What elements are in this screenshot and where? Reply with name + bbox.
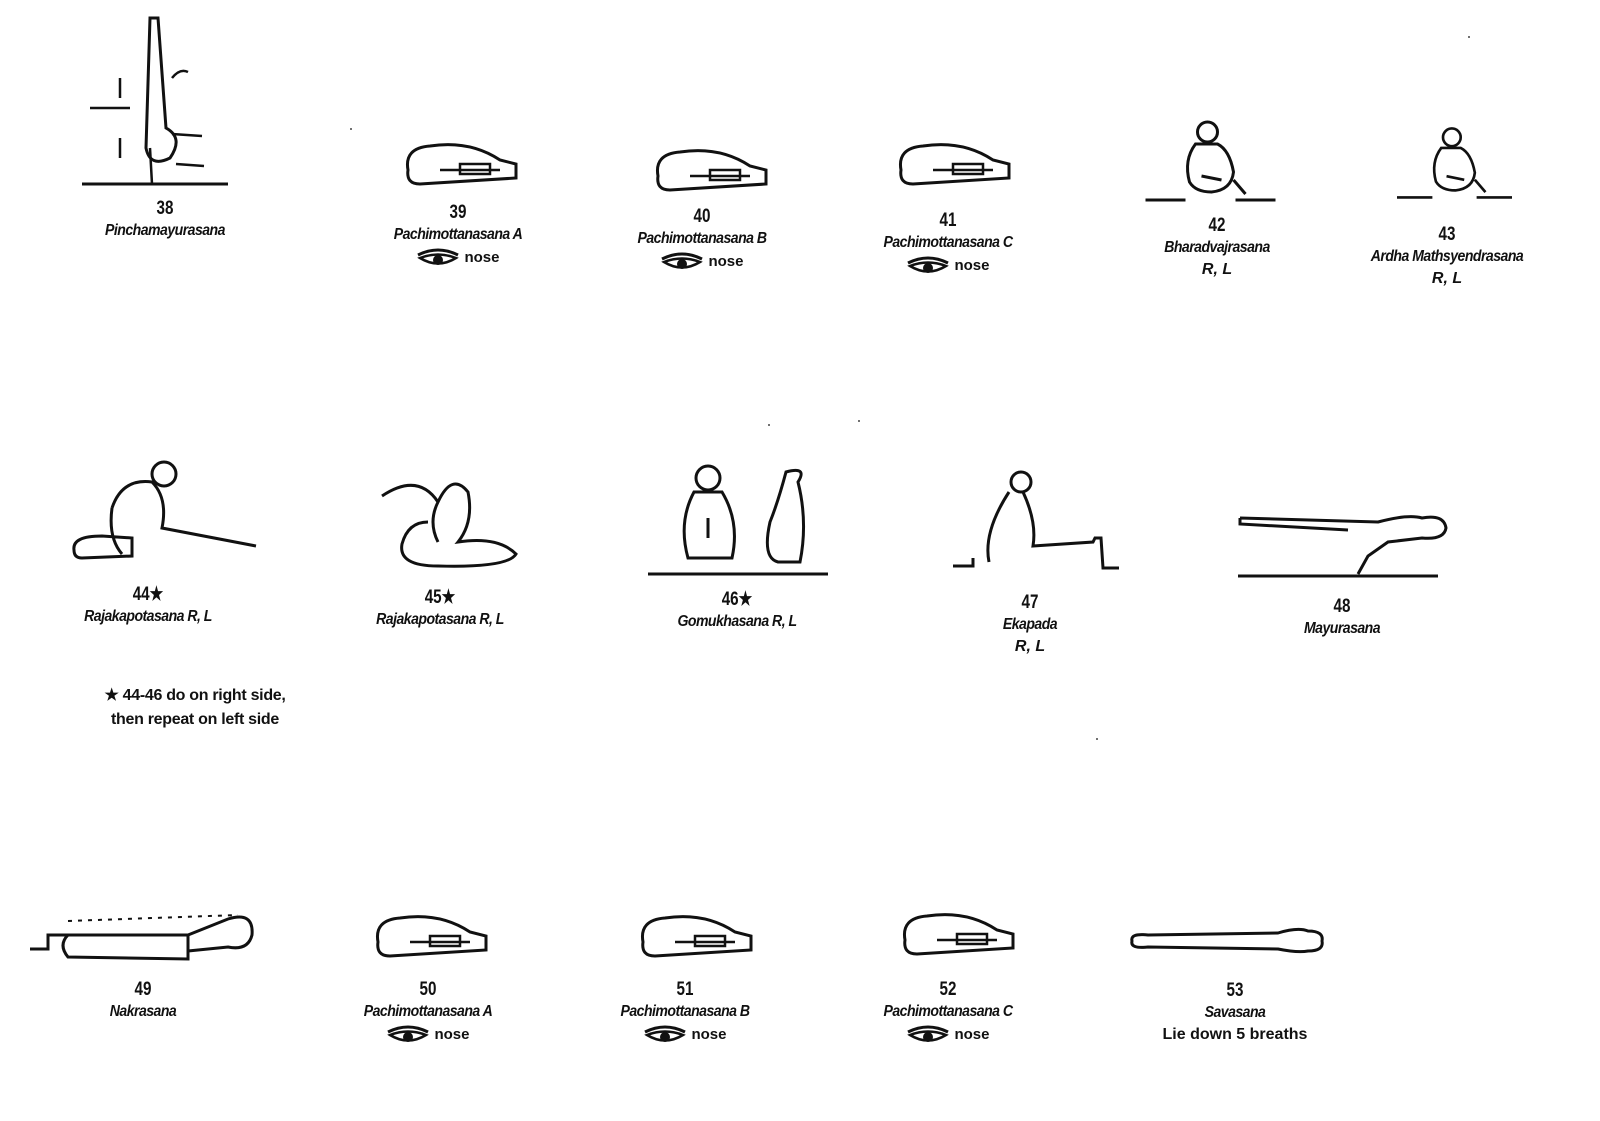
pose-42-illustration (1143, 120, 1278, 215)
pose-40-illustration (650, 146, 770, 201)
gaze-label: nose (954, 257, 990, 274)
footnote: ★ 44-46 do on right side, then repeat on … (80, 684, 310, 732)
eye-icon (386, 1024, 430, 1046)
pose-name: Rajakapotasana R, L (84, 608, 212, 625)
pose-46-illustration (648, 462, 830, 587)
pose-46-caption: 46★ Gomukhasana R, L (607, 589, 867, 633)
pose-51-illustration (635, 912, 755, 967)
pose-name: Ardha Mathsyendrasana (1370, 248, 1524, 265)
pose-number: 48 (1333, 596, 1351, 617)
pose-number: 50 (419, 979, 437, 1000)
pose-52-illustration (897, 910, 1017, 965)
pose-44-illustration (72, 458, 262, 573)
pose-number: 43 (1438, 224, 1456, 245)
pose-number: 38 (156, 198, 174, 219)
pose-41-illustration (893, 140, 1013, 195)
gaze: nose (572, 250, 832, 274)
pose-number: 53 (1226, 980, 1244, 1001)
pose-53-illustration (1128, 925, 1328, 962)
pose-side: R, L (1431, 270, 1463, 287)
pose-number: 39 (449, 202, 467, 223)
pose-name: Savasana (1204, 1004, 1266, 1021)
pose-number: 40 (693, 206, 711, 227)
pose-44-caption: 44★ Rajakapotasana R, L (18, 584, 278, 628)
pose-43-illustration (1397, 124, 1512, 214)
pose-45-illustration (378, 462, 520, 577)
eye-icon (906, 1024, 950, 1046)
pose-number: 46★ (721, 589, 753, 610)
eye-icon (643, 1024, 687, 1046)
gaze-label: nose (464, 249, 500, 266)
gaze: nose (555, 1023, 815, 1047)
pose-name: Pachimottanasana A (363, 1003, 493, 1020)
pose-49-illustration (28, 905, 258, 970)
gaze-label: nose (708, 253, 744, 270)
pose-38-illustration (80, 16, 230, 193)
pose-name: Pachimottanasana B (620, 1003, 750, 1020)
scan-speck (858, 420, 860, 422)
pose-name: Pachimottanasana A (393, 226, 523, 243)
scan-speck (1096, 738, 1098, 740)
scan-speck (1468, 36, 1470, 38)
pose-number: 51 (676, 979, 694, 1000)
gaze-label: nose (954, 1026, 990, 1043)
gaze: nose (328, 246, 588, 270)
pose-name: Bharadvajrasana (1164, 239, 1270, 256)
scan-speck (768, 424, 770, 426)
pose-name: Gomukhasana R, L (677, 613, 797, 630)
footnote-line-2: then repeat on left side (111, 711, 279, 728)
gaze-label: nose (434, 1026, 470, 1043)
gaze: nose (818, 1023, 1078, 1047)
pose-number: 41 (939, 210, 957, 231)
pose-50-illustration (370, 912, 490, 967)
pose-39-illustration (400, 140, 520, 195)
pose-name: Pachimottanasana C (883, 234, 1013, 251)
pose-name: Pinchamayurasana (105, 222, 225, 239)
pose-side: R, L (1014, 638, 1046, 655)
footnote-line-1: ★ 44-46 do on right side, (104, 687, 286, 704)
pose-number: 47 (1021, 592, 1039, 613)
pose-name: Pachimottanasana B (637, 230, 767, 247)
pose-number: 45★ (424, 587, 456, 608)
eye-icon (416, 247, 460, 269)
pose-side: Lie down 5 breaths (1162, 1026, 1308, 1043)
pose-number: 49 (134, 979, 152, 1000)
pose-name: Rajakapotasana R, L (376, 611, 504, 628)
pose-side: R, L (1201, 261, 1233, 278)
eye-icon (660, 251, 704, 273)
gaze: nose (298, 1023, 558, 1047)
pose-number: 52 (939, 979, 957, 1000)
eye-icon (906, 255, 950, 277)
pose-name: Mayurasana (1303, 620, 1381, 637)
pose-name: Pachimottanasana C (883, 1003, 1013, 1020)
gaze: nose (818, 254, 1078, 278)
pose-45-caption: 45★ Rajakapotasana R, L (310, 587, 570, 631)
pose-number: 44★ (132, 584, 164, 605)
scan-speck (350, 128, 352, 130)
pose-number: 42 (1208, 215, 1226, 236)
pose-48-illustration (1238, 508, 1448, 589)
pose-name: Ekapada (1002, 616, 1058, 633)
pose-47-illustration (953, 462, 1123, 577)
pose-name: Nakrasana (109, 1003, 177, 1020)
gaze-label: nose (691, 1026, 727, 1043)
